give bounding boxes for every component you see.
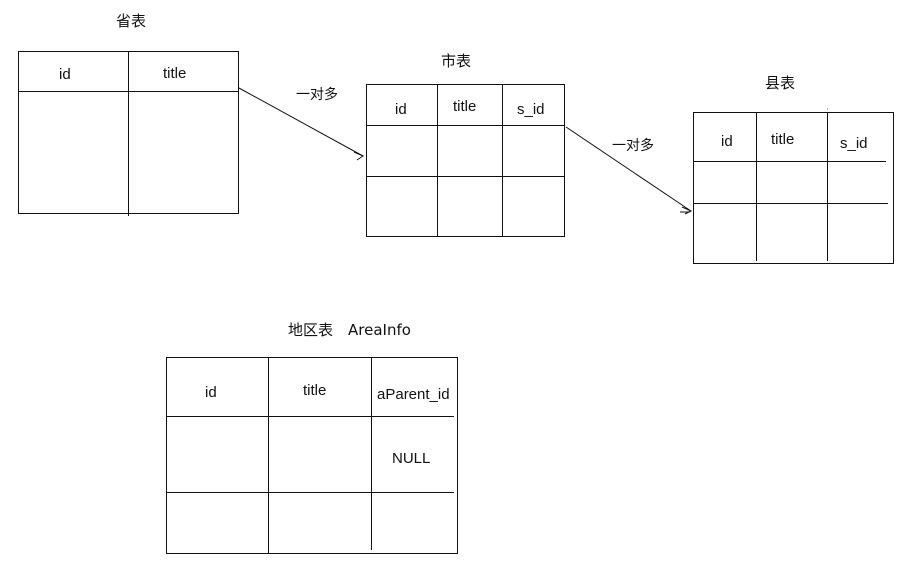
area-cell-row1-aparent-id: NULL	[392, 450, 431, 467]
county-column-divider-1	[756, 113, 757, 261]
arrow-province-to-city	[238, 87, 364, 157]
county-table-title: 县表	[765, 74, 796, 92]
city-row-divider	[367, 176, 564, 177]
arrow-head-province-to-city	[353, 151, 365, 161]
relation-label-city-county: 一对多	[612, 138, 654, 154]
arrow-city-to-county	[565, 126, 692, 212]
county-col-title: title	[771, 131, 795, 148]
county-col-s-id: s_id	[840, 135, 868, 152]
county-column-divider-2	[827, 113, 828, 261]
city-column-divider-1	[437, 85, 438, 236]
province-table: id title	[18, 51, 239, 216]
area-row-divider	[167, 492, 454, 493]
county-table: id title s_id	[693, 112, 894, 264]
city-table: id title s_id	[366, 84, 565, 237]
area-table: id title aParent_id NULL	[166, 357, 458, 554]
area-table-title: 地区表 AreaInfo	[288, 321, 411, 339]
area-header-divider	[167, 416, 454, 417]
area-column-divider-1	[268, 358, 269, 553]
city-column-divider-2	[502, 85, 503, 236]
area-col-aparent-id: aParent_id	[377, 386, 450, 403]
area-col-id: id	[205, 384, 217, 401]
city-col-id: id	[395, 101, 407, 118]
province-col-title: title	[163, 65, 187, 82]
county-header-divider	[694, 161, 886, 162]
province-col-id: id	[59, 66, 71, 83]
city-table-title: 市表	[441, 52, 472, 70]
city-col-s-id: s_id	[517, 101, 545, 118]
relation-label-province-city: 一对多	[296, 87, 338, 103]
province-table-title: 省表	[116, 12, 147, 30]
area-col-title: title	[303, 382, 327, 399]
province-column-divider	[128, 52, 129, 216]
arrow-head-city-to-county	[681, 206, 693, 215]
area-column-divider-2	[371, 358, 372, 550]
city-header-divider	[367, 125, 564, 126]
county-col-id: id	[721, 133, 733, 150]
county-row-divider	[694, 203, 888, 204]
city-col-title: title	[453, 98, 477, 115]
